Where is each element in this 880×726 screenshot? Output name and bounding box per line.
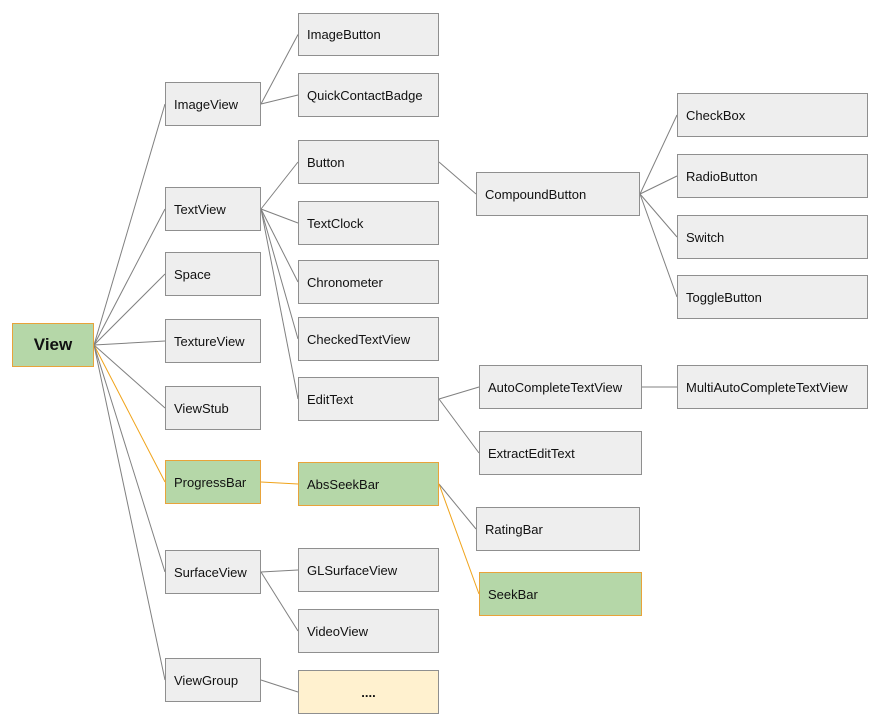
- edge-compoundbutton-to-checkbox: [639, 114, 678, 195]
- edge-view-to-viewstub: [93, 344, 166, 409]
- node-glsurfaceview: GLSurfaceView: [298, 548, 439, 592]
- node-imagebutton: ImageButton: [298, 13, 439, 56]
- edge-textview-to-textclock: [260, 208, 299, 224]
- node-viewstub: ViewStub: [165, 386, 261, 430]
- node-progressbar: ProgressBar: [165, 460, 261, 504]
- edge-surfaceview-to-glsurfaceview: [260, 569, 299, 573]
- node-extractedittext: ExtractEditText: [479, 431, 642, 475]
- node-imageview: ImageView: [165, 82, 261, 126]
- edge-view-to-surfaceview: [93, 344, 166, 573]
- edge-compoundbutton-to-radiobutton: [639, 175, 678, 195]
- node-more-placeholder: ....: [298, 670, 439, 714]
- edge-textview-to-edittext: [260, 208, 299, 400]
- edge-absseekbar-to-seekbar: [438, 483, 480, 595]
- node-edittext: EditText: [298, 377, 439, 421]
- node-switch: Switch: [677, 215, 868, 259]
- edge-view-to-space: [93, 273, 166, 346]
- edge-progressbar-to-absseekbar: [260, 481, 299, 485]
- node-view: View: [12, 323, 94, 367]
- node-textview: TextView: [165, 187, 261, 231]
- node-ratingbar: RatingBar: [476, 507, 640, 551]
- node-button: Button: [298, 140, 439, 184]
- edge-button-to-compoundbutton: [438, 161, 477, 195]
- node-surfaceview: SurfaceView: [165, 550, 261, 594]
- node-quickcontactbadge: QuickContactBadge: [298, 73, 439, 117]
- node-chronometer: Chronometer: [298, 260, 439, 304]
- node-viewgroup: ViewGroup: [165, 658, 261, 702]
- edge-edittext-to-extractedittext: [438, 398, 480, 454]
- node-multiautocompletetextview: MultiAutoCompleteTextView: [677, 365, 868, 409]
- edge-edittext-to-autocompletetextview: [438, 386, 480, 400]
- edge-view-to-textview: [93, 208, 166, 346]
- node-autocompletetextview: AutoCompleteTextView: [479, 365, 642, 409]
- edge-view-to-progressbar: [93, 344, 166, 483]
- node-seekbar: SeekBar: [479, 572, 642, 616]
- edge-imageview-to-imagebutton: [260, 34, 299, 105]
- edge-absseekbar-to-ratingbar: [438, 483, 477, 530]
- edge-textview-to-checkedtextview: [260, 208, 299, 340]
- edge-view-to-imageview: [93, 103, 166, 346]
- node-textureview: TextureView: [165, 319, 261, 363]
- node-radiobutton: RadioButton: [677, 154, 868, 198]
- node-space: Space: [165, 252, 261, 296]
- edge-view-to-viewgroup: [93, 344, 166, 681]
- node-togglebutton: ToggleButton: [677, 275, 868, 319]
- edge-textview-to-button: [260, 161, 299, 210]
- node-compoundbutton: CompoundButton: [476, 172, 640, 216]
- node-textclock: TextClock: [298, 201, 439, 245]
- edge-imageview-to-quickcontactbadge: [260, 94, 299, 105]
- edge-compoundbutton-to-switch: [639, 193, 678, 238]
- edge-viewgroup-to-more: [260, 679, 299, 693]
- node-checkedtextview: CheckedTextView: [298, 317, 439, 361]
- edge-surfaceview-to-videoview: [260, 571, 299, 632]
- node-videoview: VideoView: [298, 609, 439, 653]
- node-absseekbar: AbsSeekBar: [298, 462, 439, 506]
- node-checkbox: CheckBox: [677, 93, 868, 137]
- edge-compoundbutton-to-togglebutton: [639, 193, 678, 298]
- edge-view-to-textureview: [93, 340, 166, 346]
- edge-textview-to-chronometer: [260, 208, 299, 283]
